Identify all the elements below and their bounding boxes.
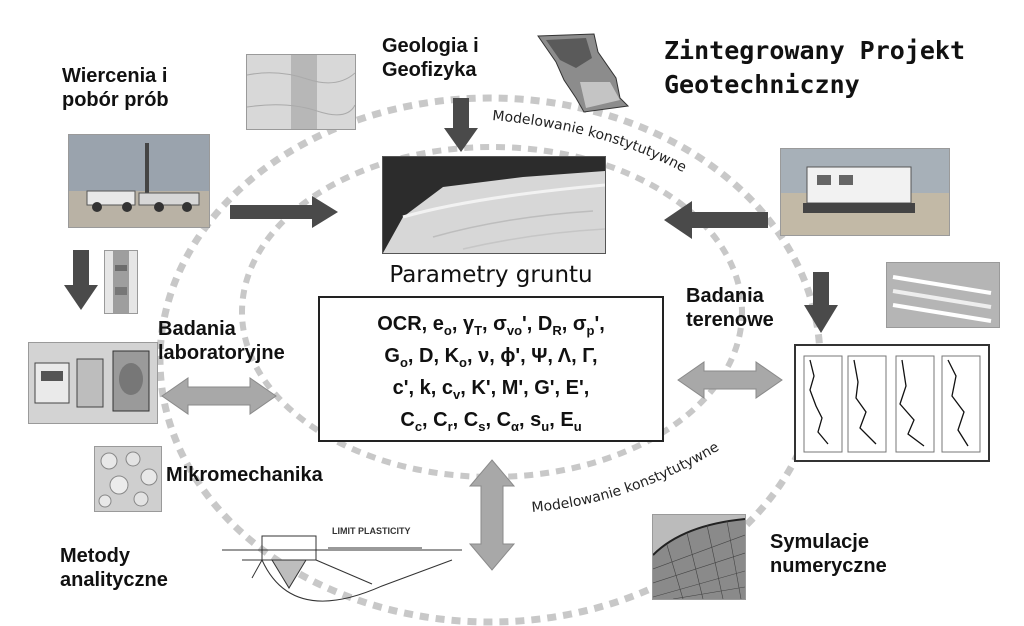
inner-dashed-loop	[239, 144, 745, 480]
label-field-1: Badania	[686, 285, 764, 307]
fem-mesh-icon	[652, 514, 746, 600]
label-numerical: Symulacje numeryczne	[770, 530, 887, 578]
bearing-capacity-diagram: LIMIT PLASTICITY	[222, 526, 462, 620]
page-title: Zintegrowany Projekt Geotechniczny	[664, 34, 965, 102]
parameters-box: OCR, eo, γT, σvo', DR, σp', Go, D, Ko, ν,…	[318, 296, 664, 442]
label-field-2: terenowe	[686, 309, 774, 331]
parameters-line-4: Cc, Cr, Cs, Cα, su, Eu	[400, 409, 582, 434]
title-line-1: Zintegrowany Projekt	[664, 36, 966, 65]
drill-rig-photo	[68, 134, 210, 228]
arrow-drill-down	[64, 250, 98, 310]
label-plasticity-limit: LIMIT PLASTICITY	[332, 526, 411, 536]
label-geology-2: Geofizyka	[382, 59, 477, 81]
arrow-lab-params[interactable]	[161, 377, 277, 415]
cpt-truck-photo	[780, 148, 950, 236]
label-analytical-1: Metody	[60, 545, 130, 567]
title-line-2: Geotechniczny	[664, 70, 860, 99]
label-geology-1: Geologia i	[382, 35, 479, 57]
arrow-geology-down	[444, 98, 478, 152]
cpt-log-chart	[794, 344, 990, 462]
arrow-params-analysis[interactable]	[468, 459, 516, 571]
parameters-line-3: c', k, cv, K', M', G', E',	[392, 377, 590, 402]
label-analytical-2: analityczne	[60, 569, 168, 591]
rock-texture-photo	[246, 54, 356, 130]
parameters-line-2: Go, D, Ko, ν, ϕ', Ψ, Λ, Γ,	[384, 345, 598, 370]
label-field: Badania terenowe	[686, 284, 774, 332]
label-drilling-1: Wiercenia i	[62, 65, 168, 87]
arrow-truck-down	[804, 272, 838, 333]
dark-arrows	[64, 98, 838, 333]
label-micromechanics: Mikromechanika	[166, 464, 323, 486]
label-numerical-1: Symulacje	[770, 531, 869, 553]
probes-photo	[886, 262, 1000, 328]
label-numerical-2: numeryczne	[770, 555, 887, 577]
parameters-title: Parametry gruntu	[389, 262, 593, 288]
state-map-icon	[536, 32, 634, 114]
label-lab-2: laboratoryjne	[158, 342, 285, 364]
label-lab-1: Badania	[158, 318, 236, 340]
label-drilling: Wiercenia i pobór prób	[62, 64, 169, 112]
arrow-truck-to-main	[664, 201, 768, 239]
label-geology: Geologia i Geofizyka	[382, 34, 479, 82]
arrow-drill-to-main	[230, 196, 338, 228]
lab-apparatus-photo	[28, 342, 158, 424]
parameters-line-1: OCR, eo, γT, σvo', DR, σp',	[377, 313, 605, 338]
label-lab: Badania laboratoryjne	[158, 317, 285, 365]
label-drilling-2: pobór prób	[62, 89, 169, 111]
grains-micrograph	[94, 446, 162, 512]
label-analytical: Metody analityczne	[60, 544, 168, 592]
slope-landscape-photo	[382, 156, 606, 254]
arrow-field-params[interactable]	[677, 361, 783, 399]
soil-core-photo	[104, 250, 138, 314]
light-arrows	[161, 361, 783, 571]
constitutive-label-bottom: Modelowanie konstytutywne	[531, 439, 722, 516]
